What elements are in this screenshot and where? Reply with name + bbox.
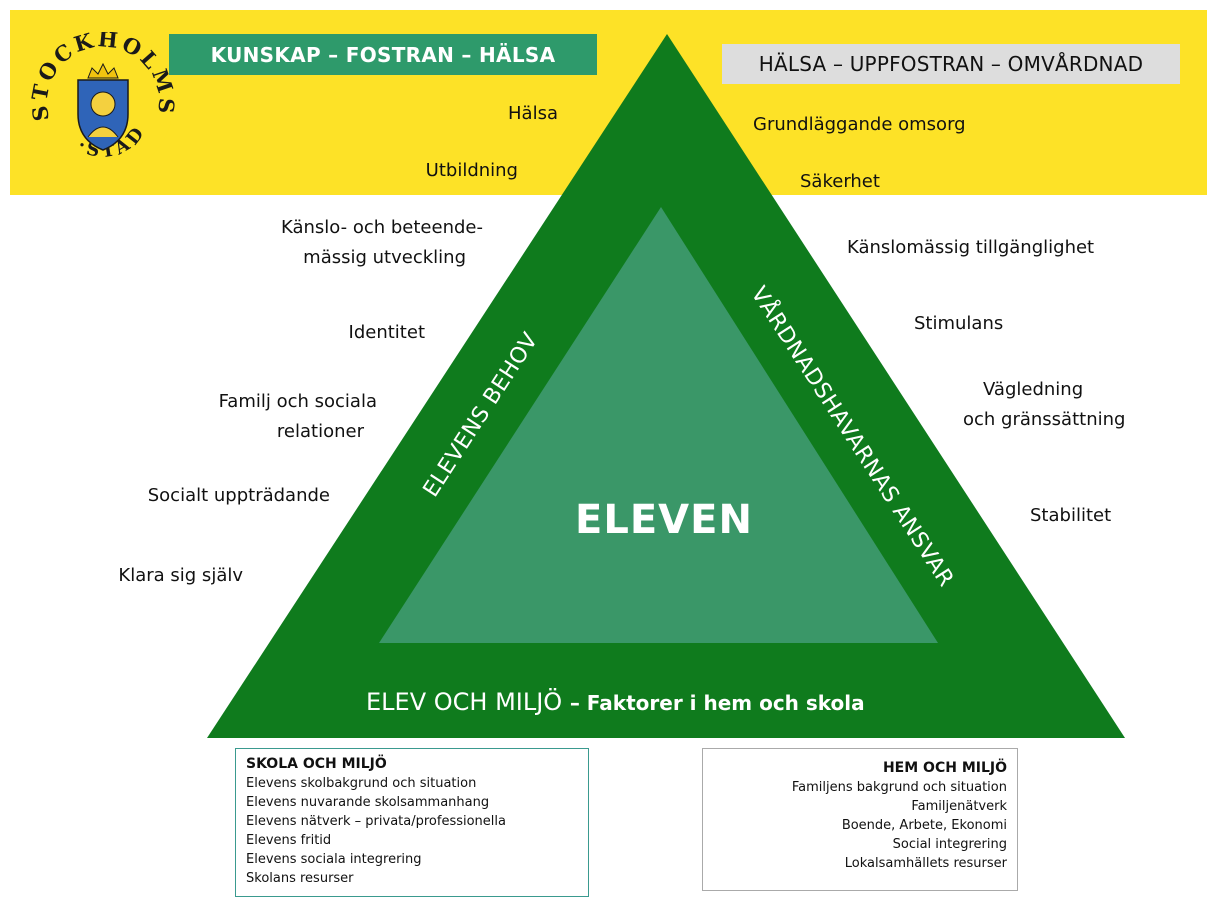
school-box-item: Elevens nuvarande skolsammanhang: [246, 795, 490, 810]
label-kanslo-1: Känslo- och beteende-: [280, 217, 483, 238]
label-halsa: Hälsa: [508, 103, 558, 124]
home-box-title: HEM OCH MILJÖ: [882, 760, 1007, 776]
label-vagledning-1: Vägledning: [983, 379, 1084, 400]
home-box-item: Lokalsamhällets resurser: [844, 856, 1007, 871]
home-box-item: Familjens bakgrund och situation: [791, 780, 1007, 795]
left-header-tag: KUNSKAP – FOSTRAN – HÄLSA: [169, 34, 597, 75]
label-klara: Klara sig själv: [118, 565, 243, 586]
bottom-sub-label: – Faktorer i hem och skola: [569, 691, 865, 715]
label-kanslo-2: mässig utveckling: [303, 247, 466, 268]
label-stabilitet: Stabilitet: [1030, 505, 1112, 526]
label-sakerhet: Säkerhet: [800, 171, 880, 192]
label-familj-2: relationer: [276, 421, 364, 442]
label-kanslomassig: Känslomässig tillgänglighet: [847, 237, 1095, 258]
label-omsorg: Grundläggande omsorg: [753, 114, 966, 135]
home-box-item: Familjenätverk: [911, 799, 1007, 814]
label-utbildning: Utbildning: [425, 160, 518, 181]
school-box-item: Elevens sociala integrering: [246, 852, 422, 867]
inner-triangle: [379, 207, 938, 643]
bottom-main-label: ELEV OCH MILJÖ: [366, 688, 563, 716]
city-seal-icon: STOCKHOLMS ·STAD·: [25, 16, 176, 175]
bottom-band: ELEV OCH MILJÖ – Faktorer i hem och skol…: [366, 688, 865, 716]
stockholm-logo: STOCKHOLMS ·STAD·: [25, 16, 176, 178]
home-box-item: Social integrering: [892, 837, 1007, 852]
home-environment-box: HEM OCH MILJÖ Familjens bakgrund och sit…: [702, 748, 1018, 891]
school-box-item: Elevens skolbakgrund och situation: [246, 776, 477, 791]
label-identitet: Identitet: [348, 322, 425, 343]
school-environment-box: SKOLA OCH MILJÖ Elevens skolbakgrund och…: [235, 748, 589, 897]
label-stimulans: Stimulans: [914, 313, 1004, 334]
label-socialt: Socialt uppträdande: [147, 485, 330, 506]
center-label: ELEVEN: [575, 497, 753, 543]
school-box-title: SKOLA OCH MILJÖ: [246, 756, 387, 772]
school-box-item: Elevens fritid: [246, 833, 332, 848]
school-box-item: Skolans resurser: [246, 871, 354, 886]
school-box-item: Elevens nätverk – privata/professionella: [246, 814, 506, 829]
right-header-tag: HÄLSA – UPPFOSTRAN – OMVÅRDNAD: [722, 44, 1180, 84]
home-box-item: Boende, Arbete, Ekonomi: [841, 818, 1007, 833]
label-vagledning-2: och gränssättning: [963, 409, 1126, 430]
label-familj-1: Familj och sociala: [218, 391, 377, 412]
